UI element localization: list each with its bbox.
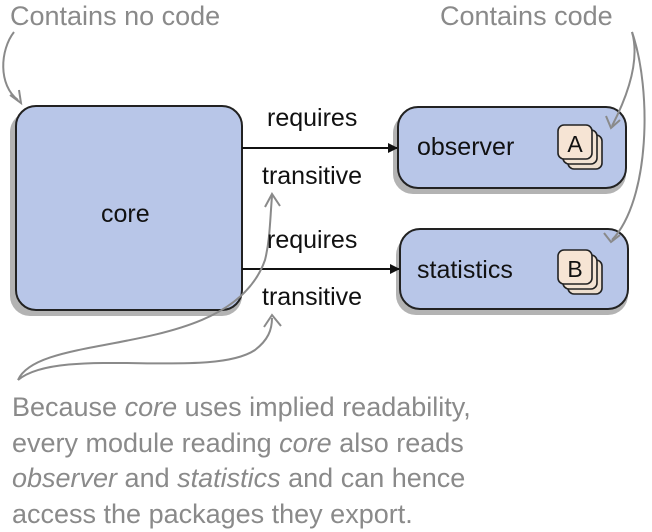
stacked-package-icon: B bbox=[558, 250, 602, 294]
no-code-annotation-arrow bbox=[3, 32, 21, 103]
statistics-label: statistics bbox=[417, 255, 513, 285]
observer-label: observer bbox=[417, 132, 514, 162]
code-annotation: Contains code bbox=[440, 0, 613, 32]
package-badge-a: A bbox=[567, 131, 583, 157]
stacked-package-icon: A bbox=[558, 125, 602, 169]
edge-label-transitive-observer: transitive bbox=[262, 161, 362, 191]
package-badge-b: B bbox=[567, 256, 582, 282]
no-code-annotation: Contains no code bbox=[10, 0, 220, 32]
caption-line-4: access the packages they export. bbox=[12, 497, 642, 532]
edge-label-requires-observer: requires bbox=[267, 103, 357, 133]
caption-line-3: observer and statistics and can hence bbox=[12, 461, 642, 497]
caption-line-1: Because core uses implied readability, bbox=[12, 390, 642, 426]
edge-label-requires-statistics: requires bbox=[267, 225, 357, 255]
edge-label-transitive-statistics: transitive bbox=[262, 282, 362, 312]
caption-line-2: every module reading core also reads bbox=[12, 426, 642, 462]
core-label: core bbox=[101, 199, 150, 229]
caption: Because core uses implied readability, e… bbox=[12, 390, 642, 532]
